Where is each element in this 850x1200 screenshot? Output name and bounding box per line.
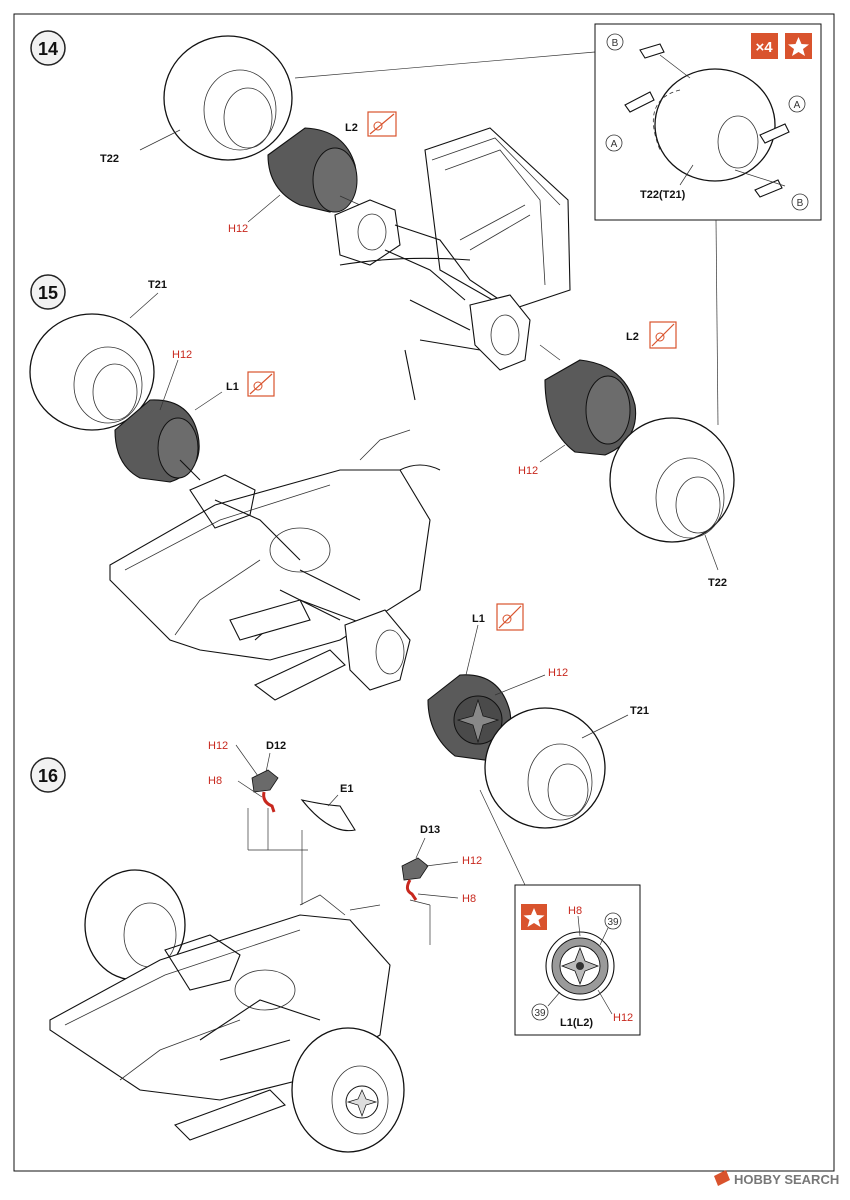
step-14-marker: 14: [30, 30, 66, 66]
label-h12-mid: H12: [548, 667, 568, 679]
hobby-search-logo: [714, 1170, 730, 1186]
label-t22-top: T22: [100, 153, 119, 165]
marker-b-2: B: [797, 198, 804, 209]
marker-a-2: A: [794, 100, 801, 111]
rear-wing: [424, 127, 571, 311]
wheel-l2-top: [267, 127, 361, 213]
watermark-text: HOBBY SEARCH: [734, 1172, 839, 1187]
watermark: HOBBY SEARCH: [714, 1170, 839, 1187]
tire-t22-top: [163, 35, 293, 161]
rear-suspension: [334, 199, 531, 401]
label-l1-left: L1: [226, 381, 239, 393]
windscreen-e1: [300, 799, 356, 832]
label-h12-left: H12: [172, 349, 192, 361]
label-e1: E1: [340, 783, 353, 795]
label-t22-right: T22: [708, 577, 727, 589]
inset-paint-h12: H12: [613, 1012, 633, 1024]
no-glue-icon: [649, 321, 677, 349]
tire-t21-mid: [484, 707, 606, 829]
label-l1-mid: L1: [472, 613, 485, 625]
inset-wheel-box: H8 39 39 H12 L1(L2): [514, 884, 641, 1036]
no-glue-icon: [496, 603, 524, 631]
wheel-l1-left: [114, 399, 200, 483]
tire-t22-right: [609, 417, 735, 543]
page-frame: [13, 13, 835, 1172]
wheel-l2-right: [544, 359, 637, 456]
label-h12-top: H12: [228, 223, 248, 235]
mirror-d12: [251, 769, 279, 813]
no-glue-icon: [367, 111, 397, 137]
label-t21-mid: T21: [630, 705, 649, 717]
inset-decal-bottom: 39: [534, 1008, 546, 1019]
marker-b-1: B: [612, 38, 619, 49]
inset-multiplier: ×4: [755, 39, 773, 56]
label-d12: D12: [266, 740, 286, 752]
no-glue-icon: [247, 371, 275, 397]
label-h12-right: H12: [518, 465, 538, 477]
step-15-marker: 15: [30, 274, 66, 310]
car-body-step16: [49, 808, 431, 1153]
step-15-number: 15: [38, 283, 58, 303]
label-h12-d12: H12: [208, 740, 228, 752]
inset-wheel-label: L1(L2): [560, 1017, 593, 1029]
car-body-step15: [109, 429, 441, 701]
label-l2-right: L2: [626, 331, 639, 343]
label-l2-top: L2: [345, 122, 358, 134]
marker-a-1: A: [611, 139, 618, 150]
label-h8-d12: H8: [208, 775, 222, 787]
step-16-marker: 16: [30, 757, 66, 793]
inset-paint-h8: H8: [568, 905, 582, 917]
inset-tire-box: ×4 B A A B T22(T21): [594, 23, 822, 221]
inset-tire-label: T22(T21): [640, 189, 686, 201]
label-d13: D13: [420, 824, 440, 836]
tire-t21-left: [29, 313, 155, 431]
step-14-number: 14: [38, 39, 58, 59]
label-h12-d13: H12: [462, 855, 482, 867]
star-icon: [788, 37, 809, 56]
step-16-number: 16: [38, 766, 58, 786]
star-icon: [523, 908, 545, 927]
wheel-l1-mid: [427, 674, 512, 761]
mirror-d13: [401, 857, 429, 901]
label-t21-left: T21: [148, 279, 167, 291]
inset-decal-top: 39: [607, 917, 619, 928]
label-h8-d13: H8: [462, 893, 476, 905]
